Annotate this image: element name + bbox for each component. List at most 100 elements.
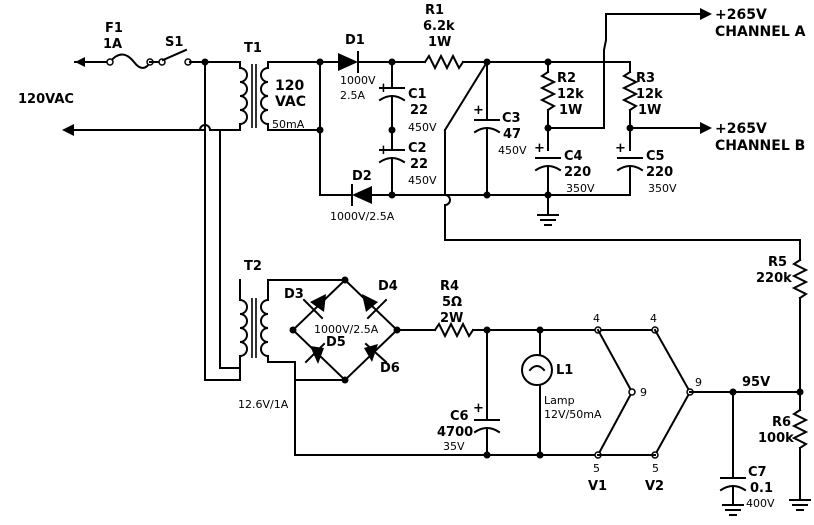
transformer-t1: T1 120 VAC 50mA [238, 41, 306, 131]
resistor-r4: R4 5Ω 2W [396, 279, 599, 339]
d6-ref: D6 [380, 361, 400, 376]
channel-a-wire: +265V CHANNEL A [599, 7, 806, 129]
capacitor-c3: + C3 47 450V [473, 61, 527, 196]
c6-ref: C6 [450, 409, 469, 424]
c6-value: 4700 [437, 425, 473, 440]
t1-ref: T1 [244, 41, 262, 56]
v1-pin-4: 4 [593, 312, 600, 325]
lamp-rating: 12V/50mA [544, 408, 602, 421]
channel-b-name: CHANNEL B [715, 138, 805, 154]
input-arrow-bottom [62, 124, 74, 136]
c5-plus: + [615, 141, 626, 156]
input-voltage-label: 120VAC [18, 92, 74, 107]
input-arrow-top [75, 57, 85, 67]
c4-ref: C4 [564, 149, 583, 164]
c7-value: 0.1 [750, 481, 773, 496]
resistor-r6: R6 100k [758, 391, 809, 501]
ground-symbol-r6 [789, 499, 811, 511]
lamp-l1: L1 Lamp 12V/50mA [521, 329, 602, 456]
bridge-rating: 1000V/2.5A [314, 323, 379, 336]
channel-a-voltage: +265V [715, 7, 767, 23]
capacitor-c4: + C4 220 350V [534, 141, 595, 216]
t2-rating: 12.6V/1A [238, 398, 289, 411]
heater-bias-wire: 95V [689, 375, 804, 396]
d5-ref: D5 [326, 335, 346, 350]
c3-ref: C3 [502, 111, 521, 126]
c6-plus: + [473, 401, 484, 416]
diode-d1: D1 1000V 2.5A [319, 33, 426, 102]
c6-voltage: 35V [443, 440, 465, 453]
c1-value: 22 [410, 103, 428, 118]
c4-value: 220 [564, 165, 591, 180]
channel-b-wire: +265V CHANNEL B [629, 121, 805, 154]
r4-value: 5Ω [442, 295, 462, 310]
c2-value: 22 [410, 157, 428, 172]
c3-voltage: 450V [498, 144, 527, 157]
transformer-t2: T2 12.6V/1A [238, 259, 289, 411]
r4-ref: R4 [440, 279, 459, 294]
r5-ref: R5 [768, 255, 787, 270]
c1-ref: C1 [408, 87, 427, 102]
c3-value: 47 [503, 127, 521, 142]
t1-current: 50mA [272, 118, 305, 131]
fuse-ref: F1 [105, 21, 123, 36]
resistor-r3: R3 12k 1W [621, 61, 663, 151]
diode-d3 [302, 294, 326, 320]
capacitor-c1: + C1 22 450V [378, 61, 437, 134]
c2-ref: C2 [408, 141, 427, 156]
d1-voltage: 1000V [340, 74, 376, 87]
r1-power: 1W [428, 35, 451, 50]
r6-value: 100k [758, 431, 794, 446]
v1-ref: V1 [588, 479, 607, 494]
fuse-f1: F1 1A [103, 21, 154, 69]
d1-current: 2.5A [340, 89, 365, 102]
d2-rating: 1000V/2.5A [330, 210, 395, 223]
c1-voltage: 450V [408, 121, 437, 134]
resistor-r1: R1 6.2k 1W [423, 3, 601, 71]
diode-d4 [362, 294, 388, 320]
v1-pin-5: 5 [593, 462, 600, 475]
v1-pin-9: 9 [640, 386, 647, 399]
capacitor-c6: + C6 4700 35V [437, 329, 501, 456]
c2-voltage: 450V [408, 174, 437, 187]
c4-voltage: 350V [566, 182, 595, 195]
c2-plus: + [378, 143, 389, 158]
r4-power: 2W [440, 311, 463, 326]
c5-voltage: 350V [648, 182, 677, 195]
r3-ref: R3 [636, 71, 655, 86]
c7-voltage: 400V [746, 497, 775, 510]
d2-ref: D2 [352, 169, 372, 184]
diode-d6 [364, 342, 388, 364]
r3-power: 1W [638, 103, 661, 118]
c5-ref: C5 [646, 149, 665, 164]
ground-symbol-c4 [537, 194, 559, 226]
primary-bus [198, 58, 241, 381]
resistor-r5: R5 220k [756, 251, 809, 393]
diode-d5 [304, 342, 326, 364]
c1-plus: + [378, 81, 389, 96]
node-95v: 95V [742, 375, 770, 390]
ground-return-wire [443, 60, 801, 253]
t1-secondary [267, 58, 346, 196]
d1-ref: D1 [345, 33, 365, 48]
switch-ref: S1 [165, 35, 183, 50]
r2-power: 1W [559, 103, 582, 118]
r2-ref: R2 [557, 71, 576, 86]
v2-pin-4: 4 [650, 312, 657, 325]
t2-ref: T2 [244, 259, 262, 274]
diode-d2: D2 1000V/2.5A [330, 169, 446, 223]
ground-symbol-c7 [722, 504, 744, 516]
v2-pin-5: 5 [652, 462, 659, 475]
lamp-type: Lamp [544, 394, 575, 407]
tube-heaters: 4 4 9 9 5 5 V1 V2 [588, 312, 702, 494]
r3-value: 12k [636, 87, 663, 102]
resistor-r2: R2 12k 1W [539, 61, 584, 151]
c5-value: 220 [646, 165, 673, 180]
channel-b-voltage: +265V [715, 121, 767, 137]
d4-ref: D4 [378, 279, 398, 294]
channel-a-name: CHANNEL A [715, 24, 806, 40]
r1-ref: R1 [425, 3, 444, 18]
v2-pin-9: 9 [695, 376, 702, 389]
r6-ref: R6 [772, 415, 791, 430]
